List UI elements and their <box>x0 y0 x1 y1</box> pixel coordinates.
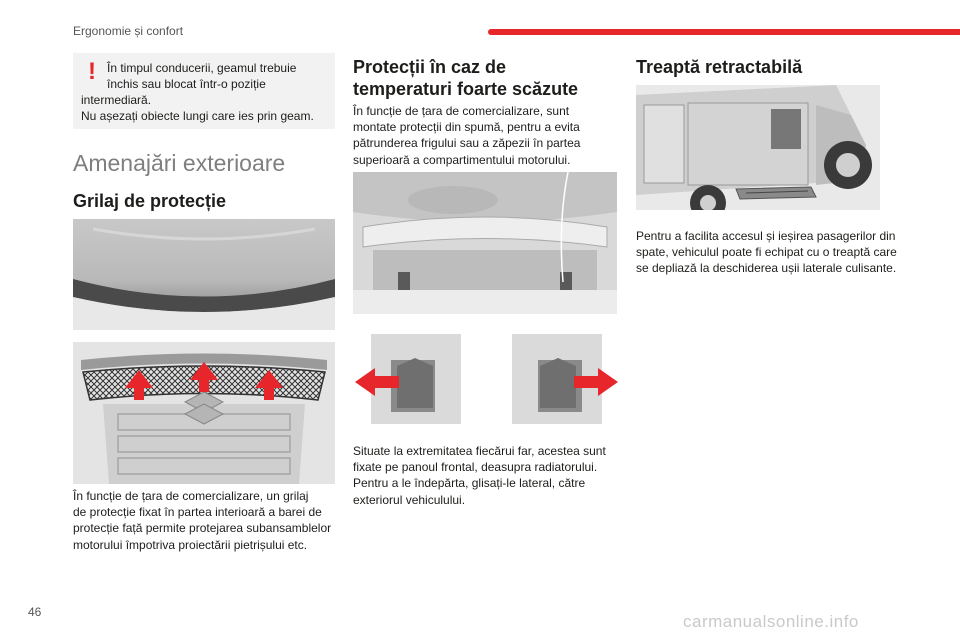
grilaj-heading: Grilaj de protecție <box>73 191 227 211</box>
heading-line: Protecții în caz de <box>353 57 507 77</box>
text-line: superioară a compartimentului motorului. <box>353 152 571 167</box>
warning-line: închis sau blocat într-o poziție <box>107 77 266 91</box>
text-line: pătrunderea frigului sau a zăpezii în pa… <box>353 136 581 151</box>
treapta-description: Pentru a facilita accesul și ieșirea pas… <box>636 228 906 277</box>
treapta-heading: Treaptă retractabilă <box>636 57 803 77</box>
grilaj-description: În funcție de țara de comercializare, un… <box>73 488 339 553</box>
warning-line: În timpul conducerii, geamul trebuie <box>107 61 297 75</box>
text-line: protecție față permite protejarea subans… <box>73 521 332 536</box>
text-line: spate, vehiculul poate fi echipat cu o t… <box>636 245 897 260</box>
text-line: motorului împotriva proiectării pietrișu… <box>73 537 308 552</box>
heading-line: temperaturi foarte scăzute <box>353 79 579 99</box>
text-line: În funcție de țara de comercializare, su… <box>353 104 570 118</box>
exclamation-icon: ! <box>88 58 96 85</box>
right-foam-panel-illustration <box>500 330 620 428</box>
running-header: Ergonomie și confort <box>73 24 184 38</box>
text-line: fixate pe panoul frontal, deasupra radia… <box>353 460 598 475</box>
protectii-description: În funcție de țara de comercializare, su… <box>353 103 615 168</box>
text-line: de protecție fixat în partea interioară … <box>73 505 322 520</box>
text-line: Situate la extremitatea fiecărui far, ac… <box>353 444 606 458</box>
protectii-heading: Protecții în caz de temperaturi foarte s… <box>353 56 623 100</box>
left-foam-panel-illustration <box>353 330 473 428</box>
header-accent-bar <box>488 29 960 35</box>
warning-line: intermediară. <box>81 93 152 107</box>
text-line: Pentru a le îndepărta, glisați-le latera… <box>353 476 586 491</box>
hood-illustration <box>73 219 335 330</box>
watermark: carmanualsonline.info <box>683 612 859 631</box>
engine-bay-illustration <box>353 172 617 314</box>
page-number: 46 <box>28 605 42 619</box>
far-description: Situate la extremitatea fiecărui far, ac… <box>353 443 619 508</box>
protection-grille-illustration <box>73 342 335 484</box>
text-line: montate protecții din spumă, pentru a ev… <box>353 120 580 135</box>
text-line: exteriorul vehiculului. <box>353 492 466 507</box>
text-line: se depliază la deschiderea ușii laterale… <box>636 261 897 276</box>
text-line: Pentru a facilita accesul și ieșirea pas… <box>636 229 896 243</box>
warning-box: ! În timpul conducerii, geamul trebuie î… <box>73 53 335 129</box>
retractable-step-illustration <box>636 85 880 210</box>
warning-line: Nu așezați obiecte lungi care ies prin g… <box>81 109 314 123</box>
section-title: Amenajări exterioare <box>73 150 286 176</box>
text-line: În funcție de țara de comercializare, un… <box>73 489 309 503</box>
